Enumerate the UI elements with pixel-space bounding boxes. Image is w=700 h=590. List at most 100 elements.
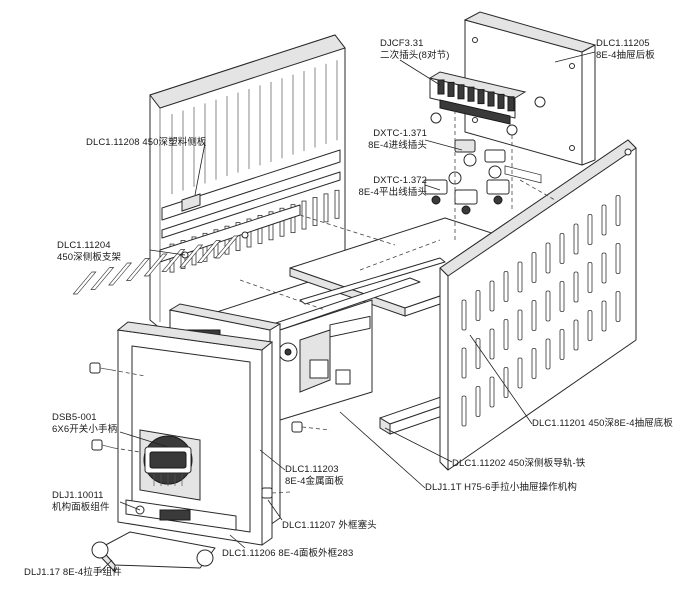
side-slot xyxy=(461,299,467,331)
callout-dlj10011-face-panel: DLJ1.10011 机构面板组件 xyxy=(52,490,110,514)
right-metal-side-panel xyxy=(439,139,637,471)
side-slot xyxy=(489,280,495,312)
callout-dlc11204-code: DLC1.11204 xyxy=(57,240,111,251)
callout-dsb5-code: DSB5-001 xyxy=(52,412,97,423)
plug-terminal xyxy=(447,81,455,97)
callout-djcf-code: DJCF3.31 xyxy=(380,38,424,49)
bottom-slot xyxy=(161,249,186,272)
panel-slot xyxy=(301,200,307,230)
side-slot xyxy=(573,223,579,255)
bottom-slot xyxy=(90,267,115,290)
bottom-slot xyxy=(179,244,204,268)
side-slot xyxy=(503,367,509,398)
bottom-slot xyxy=(197,240,221,263)
callout-dlc11201-code: DLC1.11201 450深8E-4抽屉底板 xyxy=(532,418,673,429)
side-slot xyxy=(587,310,593,341)
callout-dxtc1372-flat-plug: DXTC-1.372 8E-4平出线插头 xyxy=(340,175,427,199)
panel-slot xyxy=(334,189,340,219)
callout-dlc11207-code: DLC1.11207 外框塞头 xyxy=(282,520,377,531)
incoming-plug xyxy=(448,139,506,185)
secondary-plug xyxy=(428,71,527,136)
callout-dsb5-desc: 6X6开关小手柄 xyxy=(52,424,118,435)
side-slot xyxy=(601,300,607,332)
callout-dxtc1371-desc: 8E-4进线插头 xyxy=(368,140,427,151)
side-slot xyxy=(615,243,621,274)
callout-dlc11202-guide-rail: DLC1.11202 450深侧板导轨-铁 xyxy=(452,458,585,470)
side-slot xyxy=(545,290,551,322)
side-slot xyxy=(517,357,523,389)
side-slot xyxy=(545,242,551,274)
side-slot xyxy=(503,271,509,302)
side-slot xyxy=(587,214,593,245)
bottom-slot xyxy=(143,253,168,277)
callout-dxtc1372-code: DXTC-1.372 xyxy=(373,175,427,186)
assembly-dash-lines xyxy=(111,110,556,494)
callout-dlc11205-rear-panel: DLC1.11205 8E-4抽屉后板 xyxy=(596,38,655,62)
callout-dlc11206-code: DLC1.11206 8E-4面板外框283 xyxy=(222,548,354,559)
callout-dlc11205-desc: 8E-4抽屉后板 xyxy=(596,50,655,61)
side-slot xyxy=(475,338,481,369)
side-slot xyxy=(573,319,579,351)
callout-dsb5-switch-handle: DSB5-001 6X6开关小手柄 xyxy=(52,412,117,436)
callout-dxtc1371-code: DXTC-1.371 xyxy=(373,128,427,139)
side-slot xyxy=(601,204,607,236)
panel-slot xyxy=(312,197,318,226)
callout-leader-lines xyxy=(99,51,596,573)
side-slot xyxy=(489,376,495,408)
callout-dlc11204-desc: 450深侧板支架 xyxy=(57,252,122,263)
callout-dlc11208-code: DLC1.11208 450深塑料侧板 xyxy=(86,137,207,148)
callout-dlj117-code: DLJ1.17 8E-4拉手组件 xyxy=(24,567,122,578)
callout-dlj10011-code: DLJ1.10011 xyxy=(52,490,104,501)
side-slot xyxy=(615,195,621,226)
callout-djcf-secondary-plug: DJCF3.31 二次插头(8对节) xyxy=(380,38,450,62)
plug-terminal xyxy=(457,84,465,100)
plug-terminal xyxy=(477,89,485,105)
side-slot xyxy=(531,300,537,331)
callout-dlj1t-mechanism: DLJ1.1T H75-6手拉小抽屉操作机构 xyxy=(425,482,577,494)
plug-terminal xyxy=(497,93,505,109)
callout-dxtc1371-incoming-plug: DXTC-1.371 8E-4进线插头 xyxy=(355,128,427,152)
callout-dlj10011-desc: 机构面板组件 xyxy=(52,502,110,513)
callout-dlc11206-outer-frame: DLC1.11206 8E-4面板外框283 xyxy=(222,548,353,560)
side-slot xyxy=(461,347,467,379)
switch-small-handle xyxy=(139,429,201,501)
side-slot xyxy=(587,262,593,293)
side-slot xyxy=(489,328,495,360)
callout-djcf-desc: 二次插头(8对节) xyxy=(380,50,450,61)
side-slot xyxy=(559,329,565,360)
callout-dlc11207-frame-plug: DLC1.11207 外框塞头 xyxy=(282,520,377,532)
callout-dlc11203-metal-panel: DLC1.11203 8E-4金属面板 xyxy=(285,464,344,488)
callout-dlc11203-code: DLC1.11203 xyxy=(285,464,339,475)
side-slot xyxy=(503,319,509,350)
callout-dlj117-pull-handle: DLJ1.17 8E-4拉手组件 xyxy=(24,567,122,579)
panel-slot xyxy=(323,193,329,223)
side-slot xyxy=(601,252,607,284)
callout-dlj1t-code: DLJ1.1T H75-6手拉小抽屉操作机构 xyxy=(425,482,577,493)
bottom-slot xyxy=(125,258,150,281)
callout-dlc11202-code: DLC1.11202 450深侧板导轨-铁 xyxy=(452,458,586,469)
drawer-operating-mechanism xyxy=(278,299,373,421)
plug-terminal xyxy=(487,91,495,107)
side-slot xyxy=(517,309,523,341)
callout-dlc11208-plastic-side-panel: DLC1.11208 450深塑料侧板 xyxy=(86,137,207,149)
callout-dlc11205-code: DLC1.11205 xyxy=(596,38,650,49)
callout-dlc11203-desc: 8E-4金属面板 xyxy=(285,476,344,487)
bottom-slot xyxy=(108,262,133,286)
callout-dlc11201-bottom-plate: DLC1.11201 450深8E-4抽屉底板 xyxy=(532,418,673,430)
side-slot xyxy=(531,348,537,379)
plastic-side-panel xyxy=(149,34,346,331)
bottom-slot xyxy=(72,271,97,295)
side-slot xyxy=(559,281,565,312)
plug-terminal xyxy=(437,79,445,95)
panel-slot xyxy=(290,204,296,234)
bottom-slot xyxy=(214,235,239,259)
side-slot xyxy=(475,386,481,417)
side-slot xyxy=(531,252,537,283)
pull-handle-assembly xyxy=(91,531,216,574)
side-slot xyxy=(545,338,551,370)
side-slot xyxy=(573,271,579,303)
callout-dxtc1372-desc: 8E-4平出线插头 xyxy=(358,187,427,198)
callout-dlc11204-bracket: DLC1.11204 450深侧板支架 xyxy=(57,240,121,264)
